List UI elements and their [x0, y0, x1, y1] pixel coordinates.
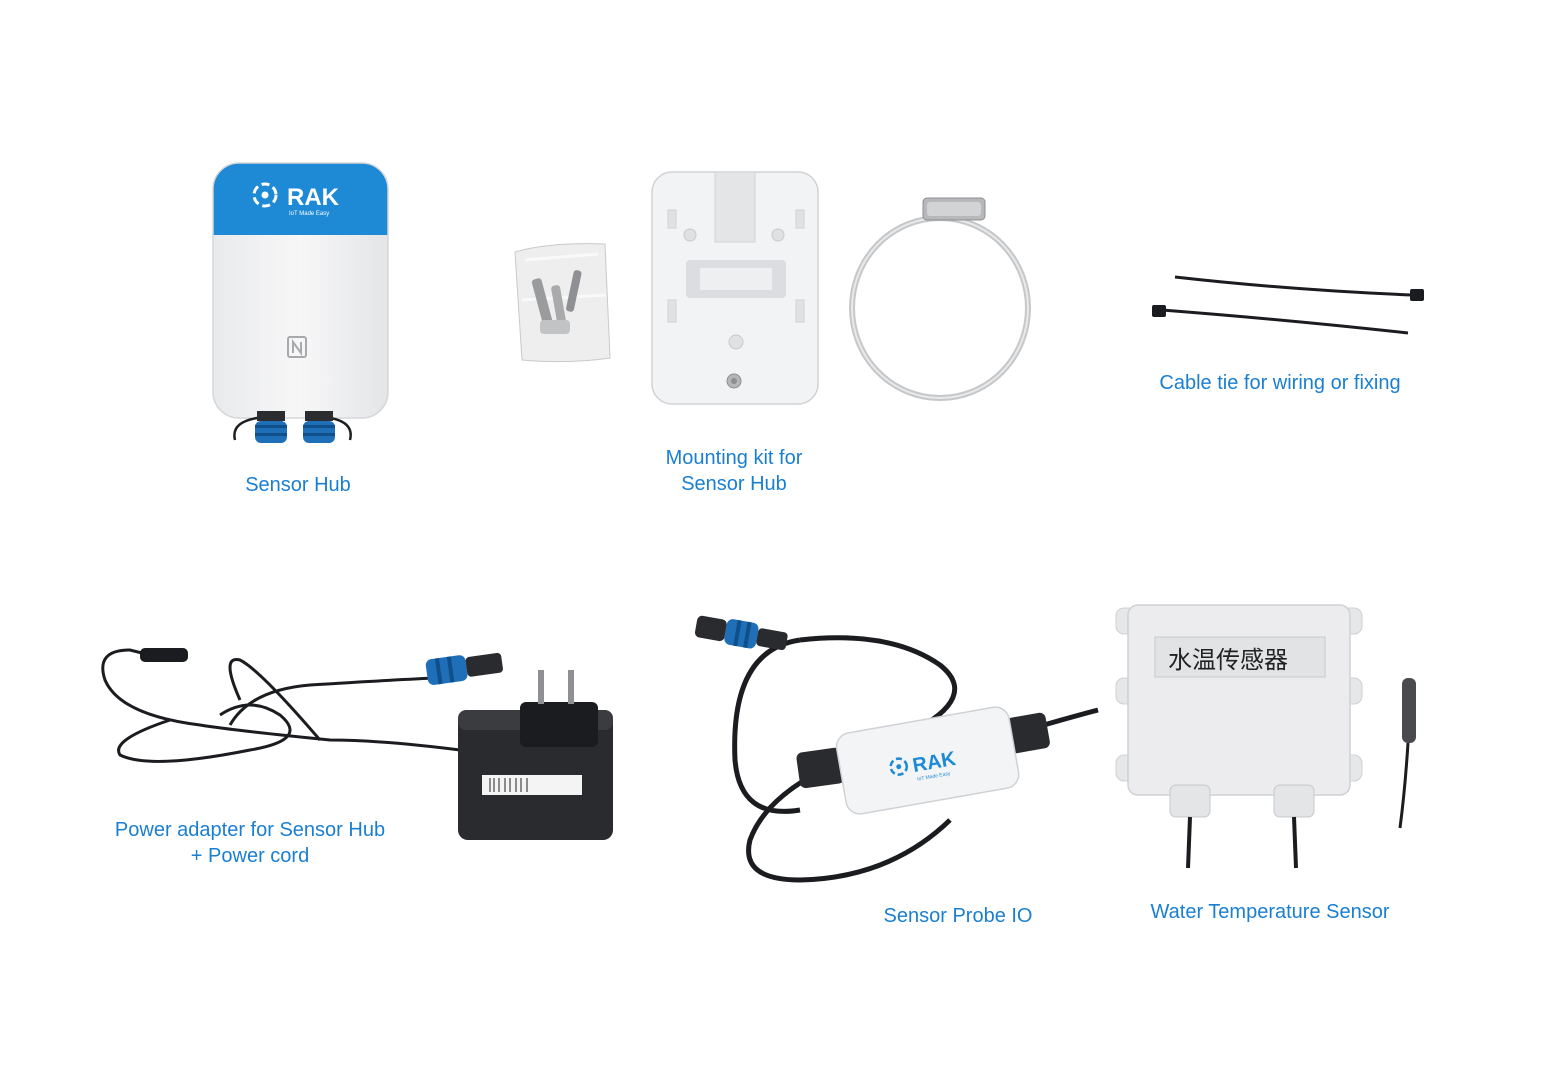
water-temp-caption: Water Temperature Sensor: [1150, 901, 1390, 923]
hub-brand: RAK: [287, 184, 340, 211]
mounting-kit-caption-line2: Sensor Hub: [681, 473, 787, 495]
probe-io-caption: Sensor Probe IO: [883, 905, 1033, 927]
hose-clamp-illustration: [849, 197, 1031, 401]
hose-clamp: [845, 190, 1040, 405]
power-adapter-caption-line1: Power adapter for Sensor Hub: [114, 819, 386, 841]
water-temp-label: 水温传感器: [1168, 646, 1288, 674]
cable-ties-illustration: [1152, 275, 1424, 335]
water-temp-sensor: 水温传感器: [1110, 600, 1430, 870]
sensor-hub: RAK IoT Made Easy: [205, 155, 395, 450]
rak-logo-icon: [889, 757, 909, 776]
water-temp-sensor-illustration: 水温传感器: [1115, 604, 1416, 869]
probe-tagline: IoT Made Easy: [917, 771, 952, 783]
connector-icon: [425, 652, 503, 685]
mounting-plate-illustration: [651, 171, 819, 405]
rak-logo-icon: [252, 182, 278, 208]
power-adapter-illustration: [101, 648, 613, 840]
mounting-kit-caption-line1: Mounting kit for: [665, 447, 803, 469]
hub-connectors: [233, 411, 352, 443]
sensor-probe-io: RAK IoT Made Easy: [690, 610, 1100, 885]
sensor-hub-caption: Sensor Hub: [245, 474, 351, 496]
mounting-plate: [650, 170, 822, 406]
hub-tagline: IoT Made Easy: [289, 211, 329, 217]
sensor-hub-illustration: RAK IoT Made Easy: [212, 162, 389, 443]
screw-bag-illustration: [514, 243, 611, 363]
cable-tie-caption: Cable tie for wiring or fixing: [1159, 372, 1401, 394]
screw-bag: [510, 240, 620, 365]
nfc-icon: [287, 336, 307, 358]
screw-icon: [531, 270, 582, 334]
connector-icon: [694, 615, 788, 651]
cable-ties: [1150, 265, 1440, 340]
temperature-probe-icon: [1398, 678, 1416, 829]
power-adapter-caption-line2: + Power cord: [190, 845, 310, 867]
power-adapter: [80, 630, 620, 845]
sensor-probe-io-illustration: RAK IoT Made Easy: [694, 615, 1099, 883]
